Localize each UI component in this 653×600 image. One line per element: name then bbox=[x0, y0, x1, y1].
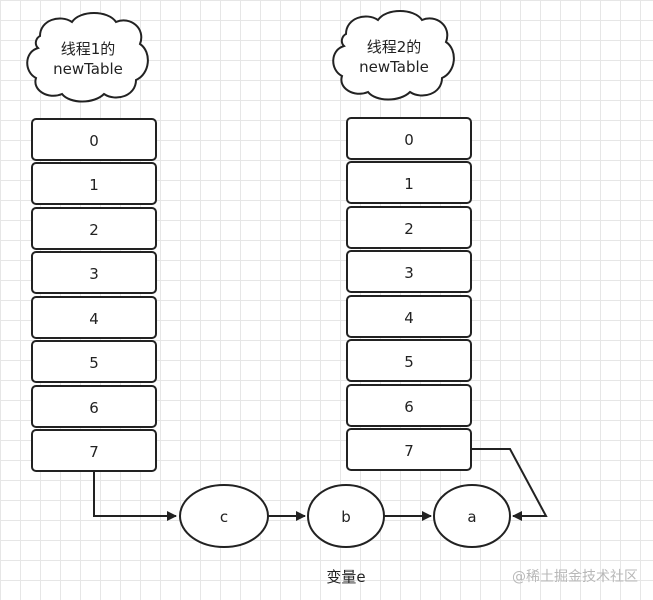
table1-cell-3 bbox=[31, 251, 157, 294]
arrow-table2-to-a bbox=[471, 448, 548, 521]
table1-cell-3-label: 3 bbox=[89, 265, 99, 283]
watermark: @稀土掘金技术社区 bbox=[512, 569, 638, 585]
table1-cell-1 bbox=[31, 162, 157, 205]
table2-cell-4 bbox=[346, 295, 472, 338]
table1-cell-6-label: 6 bbox=[89, 399, 99, 417]
table1-cell-7-label: 7 bbox=[89, 443, 99, 461]
table1-cell-4 bbox=[31, 296, 157, 339]
table2-cell-4-label: 4 bbox=[404, 309, 414, 327]
cloud-thread1-line2: newTable bbox=[53, 60, 123, 78]
table2-cell-2-label: 2 bbox=[404, 220, 414, 238]
table2-cell-0 bbox=[346, 117, 472, 160]
table2-cell-6-label: 6 bbox=[404, 398, 414, 416]
node-b-label: b bbox=[341, 508, 351, 526]
node-a: a bbox=[433, 484, 511, 548]
node-c-label: c bbox=[220, 508, 228, 526]
table1-cell-1-label: 1 bbox=[89, 176, 99, 194]
cloud-thread1: 线程1的 newTable bbox=[26, 12, 149, 103]
arrow-table1-to-c bbox=[93, 471, 177, 521]
table2-cell-3 bbox=[346, 250, 472, 293]
table2-cell-5-label: 5 bbox=[404, 353, 414, 371]
table-thread1: 0 1 2 3 4 5 6 7 bbox=[31, 118, 157, 472]
table1-cell-0-label: 0 bbox=[89, 132, 99, 150]
table2-cell-5 bbox=[346, 339, 472, 382]
table1-cell-6 bbox=[31, 385, 157, 428]
table2-cell-1 bbox=[346, 161, 472, 204]
table1-cell-4-label: 4 bbox=[89, 310, 99, 328]
table2-cell-1-label: 1 bbox=[404, 175, 414, 193]
table1-cell-0 bbox=[31, 118, 157, 161]
cloud-thread2-line2: newTable bbox=[359, 58, 429, 76]
cloud-thread1-line1: 线程1的 bbox=[61, 40, 116, 58]
table2-cell-2 bbox=[346, 206, 472, 249]
node-b: b bbox=[307, 484, 385, 548]
table1-cell-2-label: 2 bbox=[89, 221, 99, 239]
node-a-label: a bbox=[467, 508, 476, 526]
table2-cell-0-label: 0 bbox=[404, 131, 414, 149]
cloud-thread2-line1: 线程2的 bbox=[367, 38, 422, 56]
table2-cell-7-label: 7 bbox=[404, 442, 414, 460]
variable-caption: 变量e bbox=[326, 568, 365, 586]
node-c: c bbox=[179, 484, 269, 548]
table2-cell-6 bbox=[346, 384, 472, 427]
table1-cell-5 bbox=[31, 340, 157, 383]
table-thread2: 0 1 2 3 4 5 6 7 bbox=[346, 117, 472, 471]
table1-cell-2 bbox=[31, 207, 157, 250]
cloud-thread2: 线程2的 newTable bbox=[332, 10, 455, 101]
table1-cell-5-label: 5 bbox=[89, 354, 99, 372]
table2-cell-3-label: 3 bbox=[404, 264, 414, 282]
